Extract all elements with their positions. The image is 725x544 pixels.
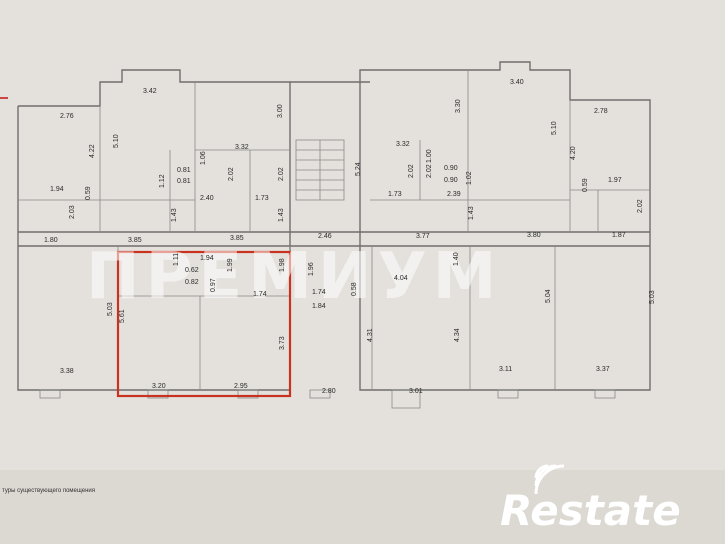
dimension-label: 2.02 <box>426 164 433 178</box>
dimension-label: 5.03 <box>107 302 114 316</box>
dimension-label: 5.24 <box>355 162 362 176</box>
dimension-label: 0.97 <box>210 278 217 292</box>
dimension-label: 2.95 <box>234 383 248 390</box>
dimension-label: 1.43 <box>171 208 178 222</box>
dimension-label: 2.02 <box>278 167 285 181</box>
dimension-label: 0.90 <box>444 177 458 184</box>
dimension-label: 1.43 <box>278 208 285 222</box>
dimension-label: 1.43 <box>468 206 475 220</box>
dimension-label: 2.76 <box>60 113 74 120</box>
dimension-label: 0.90 <box>444 165 458 172</box>
dimension-label: 3.37 <box>596 366 610 373</box>
dimension-label: 1.84 <box>312 303 326 310</box>
dimension-label: 1.06 <box>200 151 207 165</box>
dimension-label: 0.62 <box>185 267 199 274</box>
dimension-label: 0.59 <box>85 186 92 200</box>
dimension-label: 2.46 <box>318 233 332 240</box>
dimension-label: 2.39 <box>447 191 461 198</box>
dimension-label: 0.82 <box>185 279 199 286</box>
dimension-label: 1.87 <box>612 232 626 239</box>
dimension-label: 3.11 <box>499 366 512 373</box>
brand-logo: Restate <box>500 464 681 535</box>
highlighted-unit-outline <box>116 250 292 398</box>
dimension-label: 2.03 <box>69 205 76 219</box>
dimension-label: 3.80 <box>527 232 541 239</box>
dimension-label: 4.34 <box>454 328 461 342</box>
dimension-label: 1.11 <box>173 253 180 266</box>
dimension-label: 2.78 <box>594 108 608 115</box>
paper-sheet <box>0 0 725 470</box>
dimension-label: 3.32 <box>396 141 410 148</box>
brand-name: Restate <box>500 486 681 535</box>
staircase <box>295 139 345 201</box>
wifi-icon <box>534 464 565 495</box>
dimension-label: 2.80 <box>322 388 336 395</box>
dimension-labels: 3.42 2.76 4.22 5.10 3.00 3.32 0.81 0.81 1.12 1.06… <box>44 79 656 395</box>
partitions-left <box>18 82 290 232</box>
dimension-label: 1.96 <box>308 262 315 276</box>
dimension-label: 1.74 <box>253 291 267 298</box>
dimension-label: 5.03 <box>649 290 656 304</box>
dimension-label: 0.81 <box>177 178 191 185</box>
dimension-label: 0.81 <box>177 167 191 174</box>
dimension-label: 1.94 <box>200 255 214 262</box>
partitions-right <box>370 70 650 232</box>
dimension-label: 2.02 <box>637 199 644 213</box>
dimension-label: 3.32 <box>235 144 249 151</box>
dimension-label: 1.00 <box>426 149 433 163</box>
dimension-label: 3.77 <box>416 233 430 240</box>
dimension-label: 1.94 <box>50 186 64 193</box>
dimension-label: 3.85 <box>230 235 244 242</box>
dimension-label: 5.61 <box>119 309 126 323</box>
dimension-label: 1.80 <box>44 237 58 244</box>
dimension-label: 3.01 <box>409 388 423 395</box>
dimension-label: 0.59 <box>582 178 589 192</box>
dimension-label: 3.40 <box>510 79 524 86</box>
dimension-label: 1.97 <box>608 177 622 184</box>
dimension-label: 1.02 <box>466 171 473 185</box>
dimension-label: 1.74 <box>312 289 326 296</box>
dimension-label: 1.99 <box>227 258 234 272</box>
dimension-label: 5.10 <box>551 121 558 135</box>
dimension-label: 1.12 <box>159 174 166 188</box>
dimension-label: 5.04 <box>545 289 552 303</box>
dimension-label: 4.20 <box>570 146 577 160</box>
watermark-text: ПРЕМИУМ <box>86 240 502 314</box>
dimension-label: 3.85 <box>128 237 142 244</box>
dimension-label: 2.02 <box>408 164 415 178</box>
dimension-label: 1.73 <box>388 191 402 198</box>
corridor <box>18 231 650 247</box>
dimension-label: 1.40 <box>453 252 460 266</box>
bottom-windows <box>39 389 616 409</box>
dimension-label: 4.31 <box>367 328 374 342</box>
legend-text: туры существующего помещения <box>2 488 95 494</box>
dimension-label: 2.02 <box>228 167 235 181</box>
dimension-label: 1.73 <box>255 195 269 202</box>
dimension-label: 3.38 <box>60 368 74 375</box>
dimension-label: 3.42 <box>143 88 157 95</box>
dimension-label: 3.20 <box>152 383 166 390</box>
dimension-label: 0.58 <box>351 282 358 296</box>
dimension-label: 2.40 <box>200 195 214 202</box>
dimension-label: 3.30 <box>455 99 462 113</box>
dimension-label: 4.22 <box>89 144 96 158</box>
outer-walls <box>17 61 651 391</box>
dimension-label: 4.04 <box>394 275 408 282</box>
dimension-label: 1.98 <box>279 258 286 272</box>
dimension-label: 5.10 <box>113 134 120 148</box>
dimension-label: 3.73 <box>279 336 286 350</box>
dimension-label: 3.00 <box>277 104 284 118</box>
